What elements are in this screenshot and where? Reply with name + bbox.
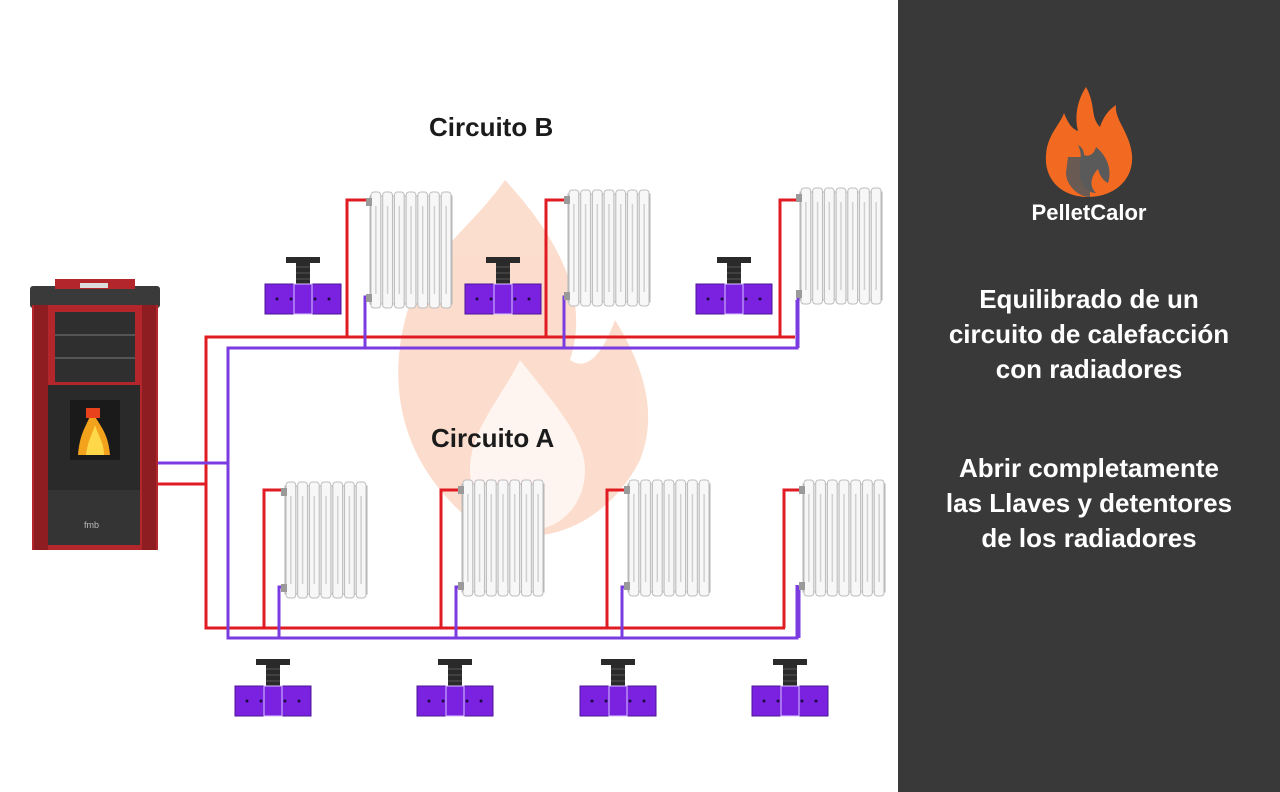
heating-diagram: fmb: [30, 180, 886, 717]
radiator: [458, 479, 545, 597]
supply-pipe-circuit-b: [158, 335, 795, 486]
valve-key: [464, 257, 542, 315]
return-riser: [796, 295, 804, 348]
radiator: [799, 479, 886, 597]
valve-key: [234, 659, 312, 717]
radiator: [564, 189, 651, 307]
valve-key: [579, 659, 657, 717]
valve-key: [264, 257, 342, 315]
panel-text-line: Equilibrado de un: [979, 284, 1199, 314]
diagram-area: fmb Circuito B Circuito A: [30, 112, 886, 717]
info-panel: PelletCalor Equilibrado de un circuito d…: [898, 0, 1280, 792]
return-pipe-circuit-a: [226, 463, 799, 640]
stove-brand-label: fmb: [84, 520, 99, 530]
valve-key: [416, 659, 494, 717]
radiator: [366, 191, 453, 309]
pellet-stove: fmb: [30, 279, 160, 550]
radiator: [796, 187, 883, 305]
panel-text-line: circuito de calefacción: [948, 319, 1230, 349]
flame-icon: [1045, 87, 1133, 197]
panel-text-line: con radiadores: [995, 354, 1183, 384]
valve-key: [695, 257, 773, 315]
panel-heading-balancing: Equilibrado de un circuito de calefacció…: [918, 282, 1260, 387]
supply-pipe-circuit-a: [204, 484, 785, 630]
panel-text-line: Abrir completamente: [958, 453, 1220, 483]
panel-instruction: Abrir completamente las Llaves y detento…: [918, 451, 1260, 556]
panel-text-line: de los radiadores: [981, 523, 1197, 553]
circuit-a-label: Circuito A: [431, 423, 555, 453]
panel-text-line: las Llaves y detentores: [945, 488, 1233, 518]
brand-name: PelletCalor: [1031, 200, 1147, 225]
radiator: [281, 481, 368, 599]
radiator: [624, 479, 711, 597]
circuit-b-label: Circuito B: [429, 112, 554, 142]
valve-key: [751, 659, 829, 717]
